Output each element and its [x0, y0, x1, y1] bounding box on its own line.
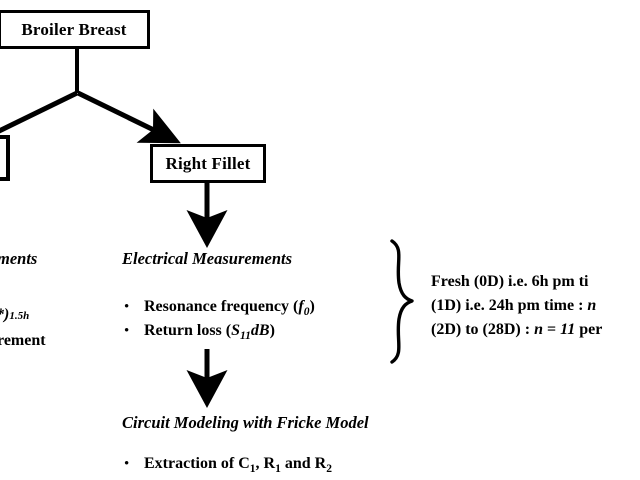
return-loss-symbol-sub: 11	[240, 330, 251, 343]
left-branch-line-a: *)1.5h	[0, 306, 29, 324]
curly-brace	[390, 239, 414, 364]
return-loss-tail: )	[269, 322, 275, 339]
extraction-text: Extraction of C	[144, 455, 250, 472]
electrical-bullet-return-loss-label: Return loss (S11dB)	[144, 322, 275, 342]
extraction-mid2: and R	[280, 455, 327, 472]
left-branch-line-b: rement	[0, 332, 46, 349]
bullet-dot-icon: •	[124, 299, 130, 315]
legend-line-fresh: Fresh (0D) i.e. 6h pm ti	[431, 273, 589, 290]
legend-line-1d-var: n	[587, 297, 597, 314]
electrical-bullet-resonance: • Resonance frequency (f0)	[124, 298, 315, 318]
return-loss-symbol: S	[231, 322, 241, 339]
bullet-dot-icon: •	[124, 323, 130, 339]
extraction-sub-r2: 2	[326, 463, 332, 476]
legend-line-2d-28d: (2D) to (28D) : n = 11 per	[431, 321, 602, 339]
left-branch-line-a-text: *)	[0, 306, 10, 323]
left-branch-heading-fragment: ments	[0, 249, 38, 268]
extraction-sub-r1: 1	[275, 463, 281, 476]
legend-line-2d-eq: =	[542, 321, 561, 338]
node-left-fillet-clipped	[0, 135, 10, 181]
circuit-bullet-extraction-label: Extraction of C1, R1 and R2	[144, 455, 332, 475]
extraction-mid1: , R	[255, 455, 276, 472]
bullet-dot-icon: •	[124, 456, 130, 472]
return-loss-unit: dB	[250, 322, 270, 339]
resonance-symbol-sub: 0	[303, 306, 310, 319]
return-loss-text: Return loss (	[144, 322, 232, 339]
circuit-modeling-heading: Circuit Modeling with Fricke Model	[122, 413, 369, 432]
resonance-text: Resonance frequency (	[144, 298, 299, 315]
electrical-bullet-return-loss: • Return loss (S11dB)	[124, 322, 275, 342]
left-branch-line-a-sub: 1.5h	[9, 310, 30, 322]
extraction-sub-c1: 1	[249, 463, 256, 476]
connector-left-branch	[0, 90, 79, 134]
electrical-measurements-heading: Electrical Measurements	[122, 249, 293, 268]
legend-line-2d-var: n	[534, 321, 543, 338]
resonance-symbol: f	[298, 298, 304, 315]
resonance-tail: )	[309, 298, 315, 315]
legend-line-2d-prefix: (2D) to (28D) :	[431, 321, 535, 338]
node-broiler-breast: Broiler Breast	[0, 10, 150, 49]
legend-line-1d-prefix: (1D) i.e. 24h pm time :	[431, 297, 588, 314]
legend-line-2d-suffix: per	[575, 321, 603, 338]
node-broiler-breast-label: Broiler Breast	[21, 19, 127, 39]
legend-line-2d-value: 11	[560, 321, 576, 338]
connector-right-branch	[76, 90, 181, 144]
node-right-fillet-label: Right Fillet	[165, 153, 251, 173]
legend-line-1d: (1D) i.e. 24h pm time : n	[431, 297, 596, 315]
electrical-bullet-resonance-label: Resonance frequency (f0)	[144, 298, 315, 318]
circuit-bullet-extraction: • Extraction of C1, R1 and R2	[124, 455, 332, 475]
node-right-fillet: Right Fillet	[150, 144, 266, 183]
